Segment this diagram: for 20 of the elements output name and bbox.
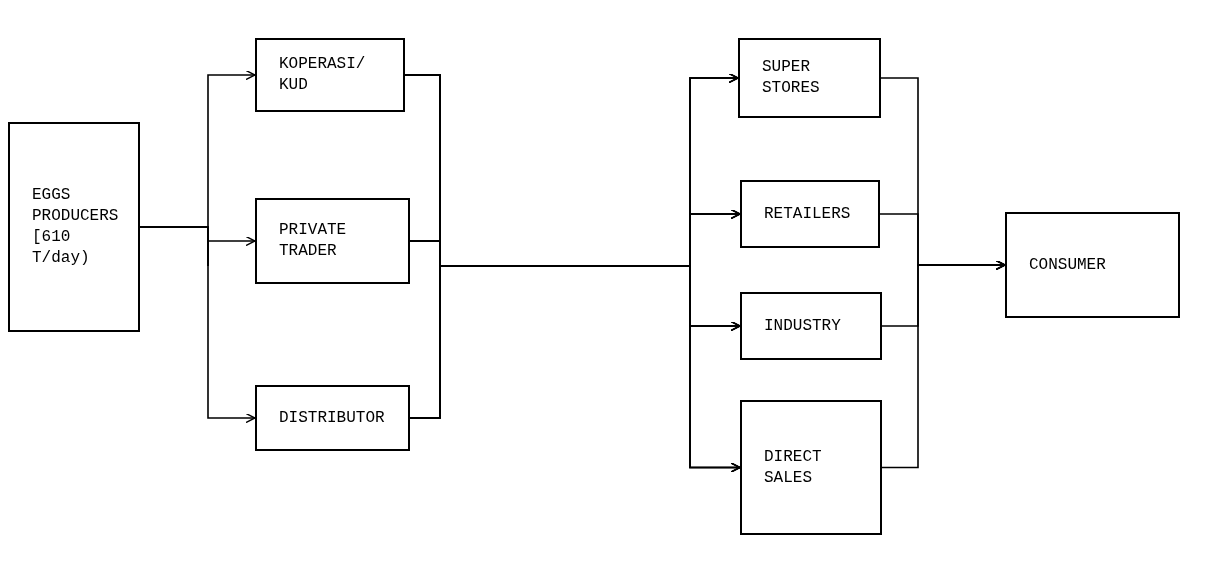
box-label: DISTRIBUTOR <box>279 407 385 429</box>
process-box <box>255 385 410 451</box>
box-label: PRIVATE TRADER <box>279 220 348 262</box>
box-label: INDUSTRY <box>764 315 841 337</box>
process-box <box>255 198 410 284</box>
process-box <box>740 180 880 248</box>
process-box <box>255 38 405 112</box>
process-box <box>8 122 140 332</box>
arrow <box>139 226 256 424</box>
box-label: CONSUMER <box>1029 254 1106 276</box>
process-box <box>738 38 881 118</box>
box-label: DIRECT SALES <box>764 446 823 489</box>
box-label: EGGS PRODUCERS [610 T/day) <box>32 185 120 269</box>
process-box <box>1005 212 1180 318</box>
box-label: RETAILERS <box>764 203 851 225</box>
process-box <box>740 400 882 535</box>
process-box <box>740 292 882 360</box>
box-label: KOPERASI/ KUD <box>279 54 367 96</box>
arrow <box>881 259 1006 469</box>
box-label: SUPER STORES <box>762 57 821 99</box>
